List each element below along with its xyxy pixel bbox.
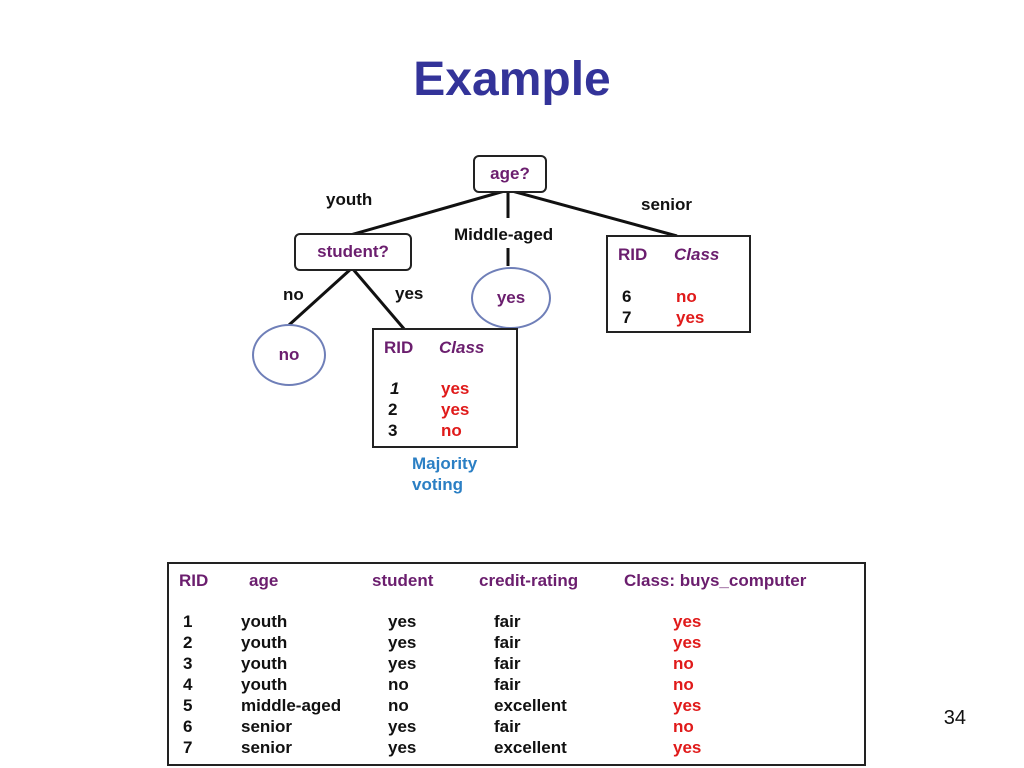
- student-yes-branch-label: yes: [395, 284, 424, 303]
- table-cell-rid-1: 1: [183, 612, 193, 631]
- table-cell-student-4: no: [388, 675, 409, 694]
- senior-table-class-1: no: [676, 287, 697, 306]
- page-number: 34: [943, 707, 966, 729]
- yes-table-rid-1: 1: [390, 379, 400, 398]
- table-cell-credit-1: fair: [494, 612, 521, 631]
- student-node-label: student?: [317, 242, 389, 261]
- table-cell-cls-7: yes: [673, 738, 702, 757]
- table-cell-student-6: yes: [388, 717, 417, 736]
- table-cell-age-1: youth: [241, 612, 288, 631]
- table-cell-age-5: middle-aged: [241, 696, 342, 715]
- table-header-credit-rating: credit-rating: [479, 571, 579, 590]
- table-cell-credit-3: fair: [494, 654, 521, 673]
- leaf-yes-circle: yes: [471, 267, 551, 329]
- student-yes-partition-table: RID Class 1 yes 2 yes 3 no: [372, 328, 518, 448]
- branch-youth-label: youth: [326, 190, 373, 209]
- edge-student-no: [287, 266, 354, 327]
- table-cell-student-1: yes: [388, 612, 417, 631]
- table-cell-cls-3: no: [673, 654, 694, 673]
- table-cell-rid-7: 7: [183, 738, 193, 757]
- yes-table-class-2: yes: [441, 400, 470, 419]
- training-data-table: RID age student credit-rating Class: buy…: [167, 562, 866, 766]
- table-header-rid: RID: [179, 571, 209, 590]
- table-cell-age-6: senior: [241, 717, 293, 736]
- table-cell-cls-4: no: [673, 675, 694, 694]
- senior-table-header-rid: RID: [618, 245, 648, 264]
- senior-table-header-class: Class: [674, 245, 720, 264]
- table-cell-credit-4: fair: [494, 675, 521, 694]
- table-cell-age-2: youth: [241, 633, 288, 652]
- edge-student-yes: [350, 267, 407, 331]
- yes-table-class-1: yes: [441, 379, 470, 398]
- yes-table-class-3: no: [441, 421, 462, 440]
- yes-table-header-class: Class: [439, 338, 485, 357]
- table-cell-credit-5: excellent: [494, 696, 567, 715]
- table-cell-student-5: no: [388, 696, 409, 715]
- table-cell-age-7: senior: [241, 738, 293, 757]
- root-node-age: age?: [473, 155, 547, 193]
- slide-title: Example: [413, 53, 611, 106]
- table-cell-student-2: yes: [388, 633, 417, 652]
- student-node: student?: [294, 233, 412, 271]
- leaf-yes-label: yes: [496, 288, 526, 307]
- table-cell-rid-2: 2: [183, 633, 193, 652]
- senior-partition-table: RID Class 6 no 7 yes: [606, 235, 751, 333]
- table-cell-credit-6: fair: [494, 717, 521, 736]
- leaf-no-label: no: [278, 345, 300, 364]
- edge-senior: [507, 188, 678, 238]
- table-header-class: Class: buys_computer: [624, 571, 807, 590]
- table-cell-student-7: yes: [388, 738, 417, 757]
- table-cell-credit-7: excellent: [494, 738, 567, 757]
- majority-voting-note-line2: voting: [412, 475, 463, 494]
- table-cell-cls-6: no: [673, 717, 694, 736]
- student-no-branch-label: no: [283, 285, 304, 304]
- yes-table-rid-2: 2: [388, 400, 398, 419]
- yes-table-rid-3: 3: [388, 421, 398, 440]
- table-cell-rid-5: 5: [183, 696, 193, 715]
- table-cell-cls-1: yes: [673, 612, 702, 631]
- leaf-no-circle: no: [252, 324, 326, 386]
- table-cell-student-3: yes: [388, 654, 417, 673]
- senior-table-class-2: yes: [676, 308, 705, 327]
- table-header-student: student: [372, 571, 434, 590]
- table-cell-cls-5: yes: [673, 696, 702, 715]
- senior-table-rid-1: 6: [622, 287, 632, 306]
- table-cell-cls-2: yes: [673, 633, 702, 652]
- table-cell-credit-2: fair: [494, 633, 521, 652]
- branch-senior-label: senior: [641, 195, 693, 214]
- root-node-label: age?: [490, 164, 530, 183]
- table-cell-rid-6: 6: [183, 717, 193, 736]
- edge-youth: [346, 188, 509, 238]
- table-cell-rid-4: 4: [183, 675, 193, 694]
- branch-middle-label: Middle-aged: [454, 225, 554, 244]
- majority-voting-note-line1: Majority: [412, 454, 478, 473]
- table-cell-rid-3: 3: [183, 654, 193, 673]
- table-cell-age-4: youth: [241, 675, 288, 694]
- table-header-age: age: [249, 571, 279, 590]
- senior-table-rid-2: 7: [622, 308, 632, 327]
- table-cell-age-3: youth: [241, 654, 288, 673]
- yes-table-header-rid: RID: [384, 338, 414, 357]
